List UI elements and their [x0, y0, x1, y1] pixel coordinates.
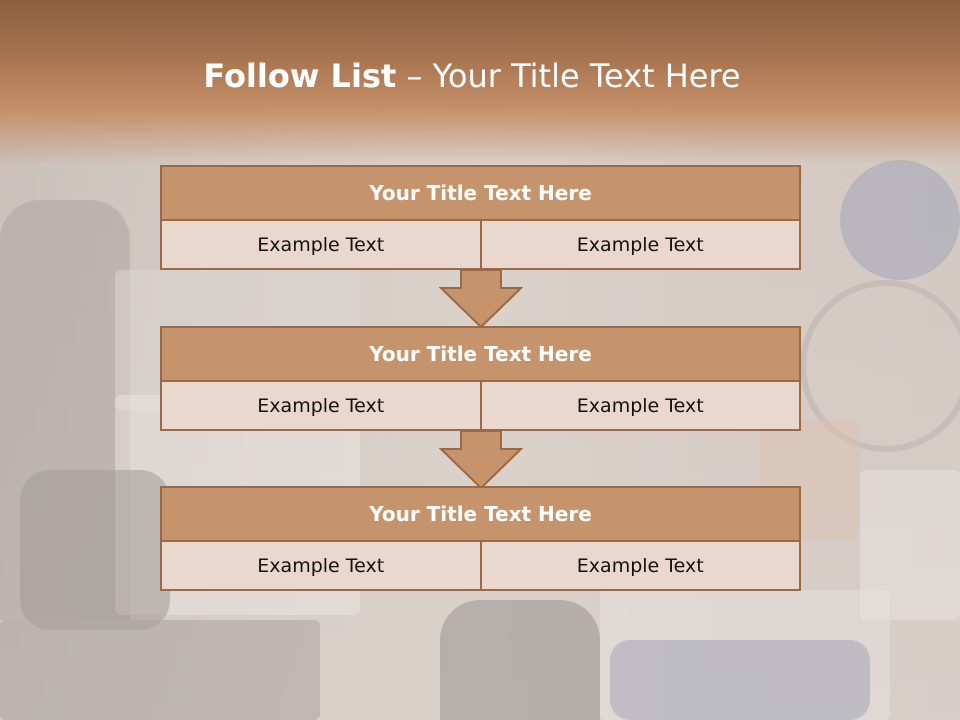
list-block-1: Your Title Text Here Example Text Exampl… — [160, 165, 801, 270]
block-row: Example Text Example Text — [160, 542, 801, 591]
down-arrow-icon — [439, 431, 523, 489]
block-row: Example Text Example Text — [160, 221, 801, 270]
block-cell-left: Example Text — [257, 233, 385, 256]
block-title: Your Title Text Here — [160, 326, 801, 382]
slide-title-rest: – Your Title Text Here — [396, 57, 741, 95]
block-cell-right: Example Text — [479, 221, 800, 268]
block-cell-right: Example Text — [479, 542, 800, 589]
slide-title: Follow List – Your Title Text Here — [0, 54, 944, 98]
header-band — [0, 0, 960, 165]
block-row: Example Text Example Text — [160, 382, 801, 431]
block-title: Your Title Text Here — [160, 165, 801, 221]
block-title: Your Title Text Here — [160, 486, 801, 542]
down-arrow-icon — [439, 270, 523, 328]
list-block-2: Your Title Text Here Example Text Exampl… — [160, 326, 801, 431]
list-block-3: Your Title Text Here Example Text Exampl… — [160, 486, 801, 591]
slide-title-bold: Follow List — [203, 57, 397, 95]
block-cell-left: Example Text — [257, 394, 385, 417]
block-cell-right: Example Text — [479, 382, 800, 429]
block-cell-left: Example Text — [257, 554, 385, 577]
